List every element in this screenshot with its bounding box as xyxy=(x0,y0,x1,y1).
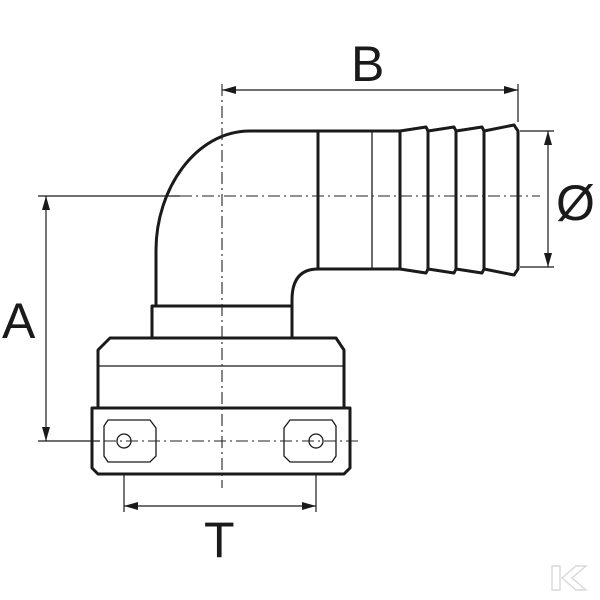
dimension-diameter: Ø xyxy=(520,130,595,268)
kramp-k-logo-icon xyxy=(551,565,588,591)
dimension-label-t: T xyxy=(204,512,235,568)
dimension-label-diameter: Ø xyxy=(556,175,595,231)
dimension-label-b: B xyxy=(351,36,384,92)
right-mounting-slot xyxy=(283,419,337,463)
dimension-b: B xyxy=(222,36,519,122)
dimension-label-a: A xyxy=(2,293,36,349)
elbow-bend xyxy=(154,129,320,308)
left-mounting-slot xyxy=(103,419,157,463)
hose-barb xyxy=(316,123,520,277)
dimension-t: T xyxy=(123,474,317,568)
centerlines xyxy=(60,84,540,488)
dimension-a: A xyxy=(2,195,180,442)
nut-body xyxy=(96,336,346,410)
